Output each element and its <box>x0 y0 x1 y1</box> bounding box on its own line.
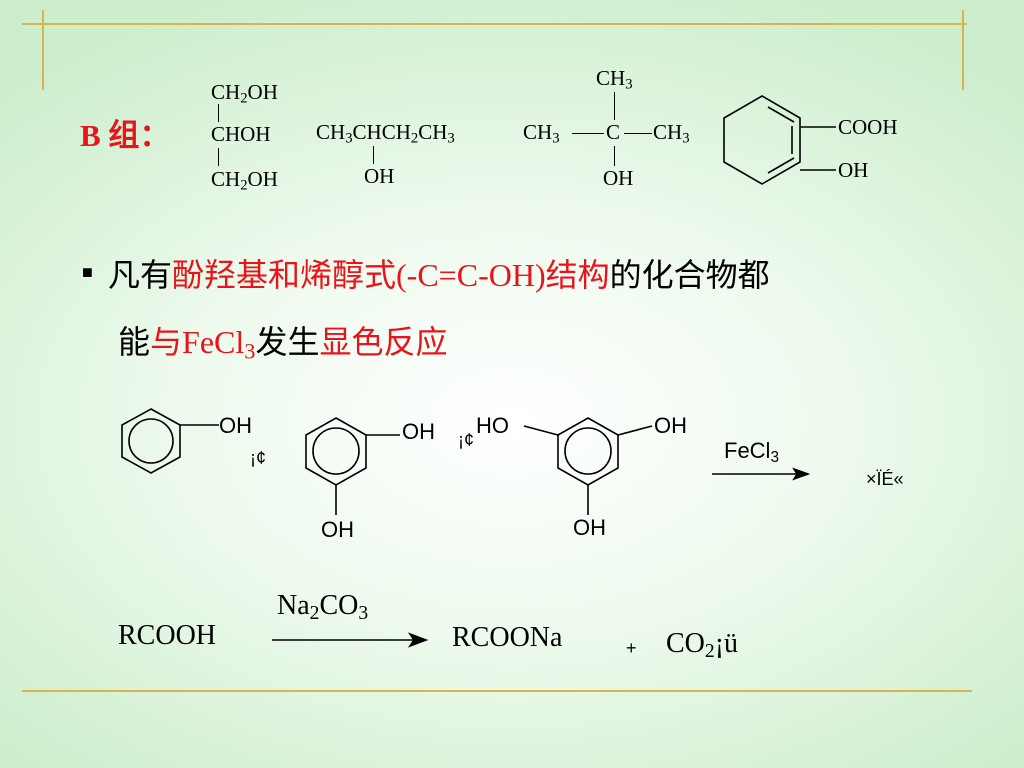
resorcinol-ring-icon <box>305 417 400 515</box>
butanol-oh-bond <box>373 146 374 164</box>
plus-sign: + <box>626 638 637 658</box>
phloroglucinol-ho-left: HO <box>476 413 509 438</box>
tbutanol-right: CH3 <box>653 120 690 147</box>
bullet-mark: ■ <box>82 262 93 282</box>
separator-1: ¡¢ <box>250 448 267 468</box>
butanol-oh: OH <box>364 164 395 188</box>
bullet-line-1: 凡有酚羟基和烯醇式(-C=C-OH)结构的化合物都 <box>108 257 770 293</box>
right-rule <box>962 10 964 90</box>
product-co2: CO2¡ü <box>666 628 739 662</box>
separator-2: ¡¢ <box>458 430 475 450</box>
phenol-ring-icon <box>121 408 219 474</box>
glycerol-bottom: CH2OH <box>211 167 278 194</box>
resorcinol-oh-bottom: OH <box>321 517 354 542</box>
top-rule <box>22 23 967 25</box>
group-b-label: B 组： <box>80 118 171 153</box>
color-product: ×ÏÉ« <box>866 469 904 489</box>
na2co3-arrow-icon <box>272 632 429 648</box>
tbutanol-bond-bottom <box>614 146 615 166</box>
phloroglucinol-oh-right: OH <box>654 413 687 438</box>
reagent-na2co3: Na2CO3 <box>277 590 369 624</box>
glycerol-mid: CHOH <box>211 122 271 146</box>
phloroglucinol-ring-icon <box>523 417 653 515</box>
tbutanol-top: CH3 <box>596 66 633 93</box>
fecl3-reagent: FeCl3 <box>724 438 780 466</box>
product-rcoona: RCOONa <box>452 622 563 653</box>
tbutanol-left: CH3 <box>523 120 560 147</box>
left-rule <box>42 10 44 90</box>
resorcinol-oh-right: OH <box>402 419 435 444</box>
tbutanol-bond-left <box>572 133 604 134</box>
tbutanol-bond-top <box>614 92 615 120</box>
tbutanol-oh: OH <box>603 166 634 190</box>
phloroglucinol-oh-bottom: OH <box>573 515 606 540</box>
salicylic-ring-icon <box>723 95 836 185</box>
bullet-line-2: 能与FeCl3发生显色反应 <box>118 324 448 364</box>
glycerol-top: CH2OH <box>211 80 278 107</box>
glycerol-bond-2 <box>218 148 219 166</box>
bottom-rule <box>22 690 972 692</box>
butanol-chain: CH3CHCH2CH3 <box>316 120 455 147</box>
salicylic-oh: OH <box>838 158 869 182</box>
reactant-rcooh: RCOOH <box>118 620 217 651</box>
fecl3-arrow-icon <box>712 467 811 481</box>
tbutanol-center: C <box>606 120 621 144</box>
phenol-oh: OH <box>219 413 252 438</box>
glycerol-bond-1 <box>218 104 219 122</box>
tbutanol-bond-right <box>624 133 652 134</box>
salicylic-cooh: COOH <box>838 115 898 139</box>
